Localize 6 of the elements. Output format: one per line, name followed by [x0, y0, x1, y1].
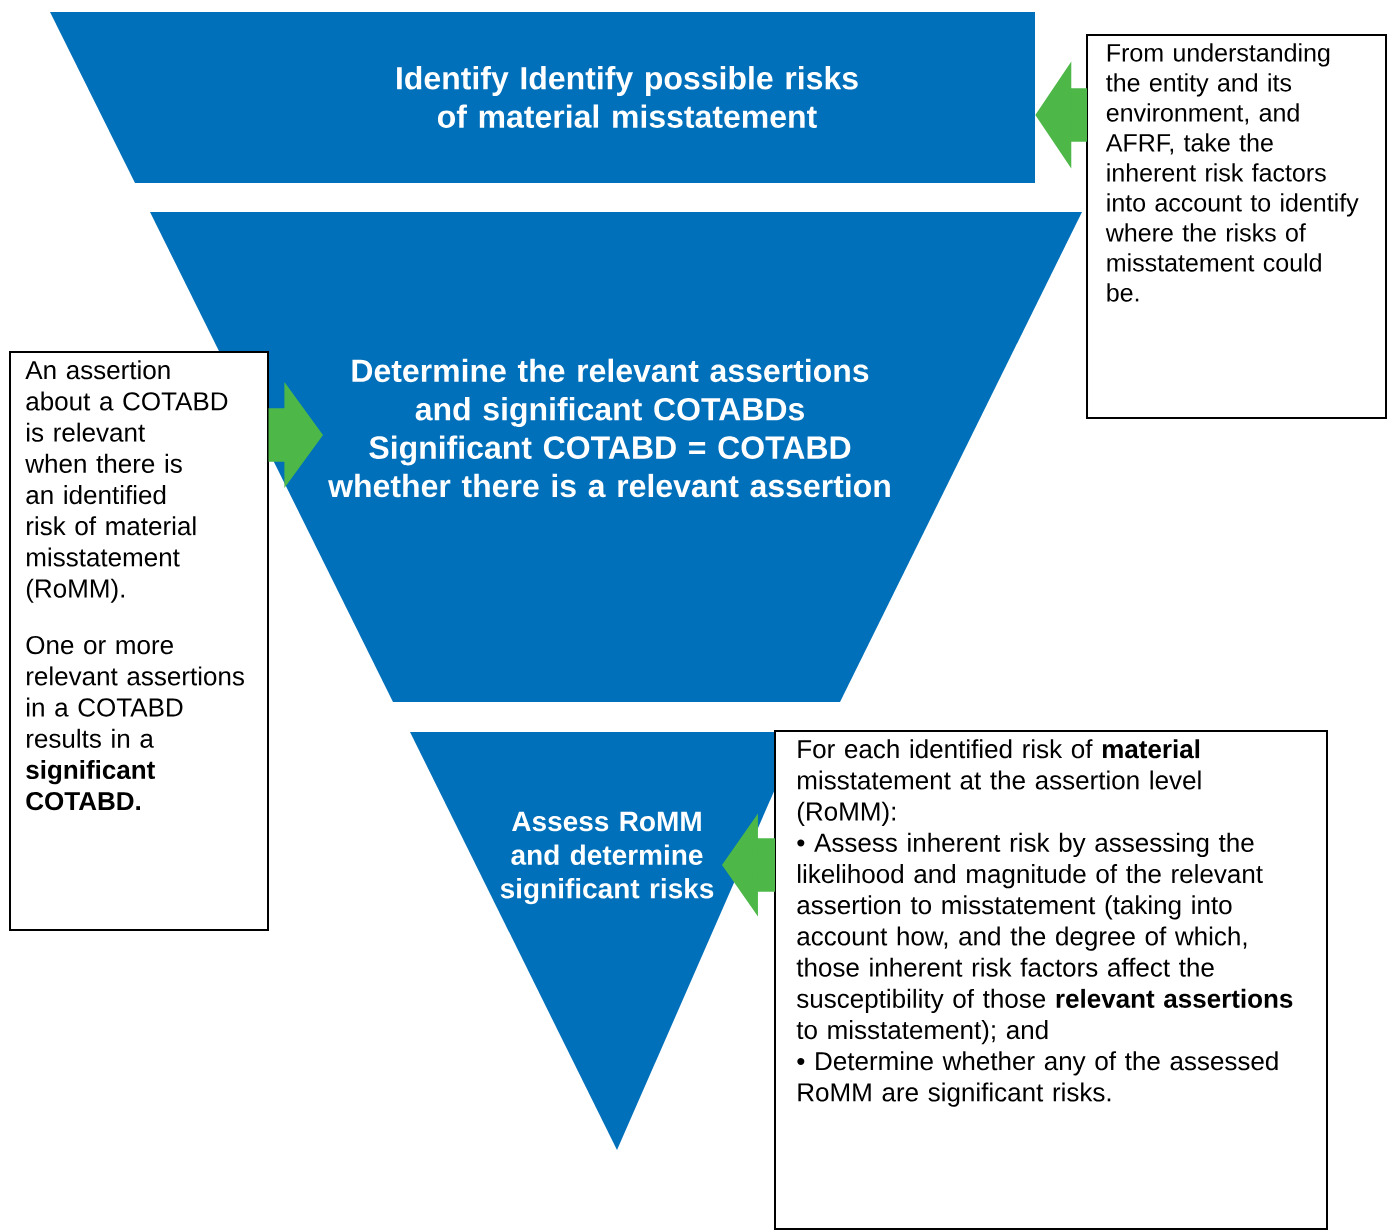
callout-box: For each identified risk of material misstatement at the assertion level (RoMM): • Assess inherent risk by assessing the likelihood and magnitude of the relevant assertion to misstatement (taking into account how, and the degree of which, those inherent risk factors affect the susceptibility of those relevant assertions to misstatement); and • Determine whether any of the assessed RoMM are significant risks.: [774, 730, 1328, 1230]
step-label: Determine the relevant assertions and significant COTABDs Significant COTABD = COTABD whether there is a relevant assertion: [328, 358, 890, 498]
callout-box: An assertion about a COTABD is relevant when there is an identified risk of material misstatement (RoMM). One or more relevant assertions in a COTABD results in a significant COTABD.: [9, 351, 269, 931]
step-label: Assess RoMM and determine significant risks: [500, 811, 714, 905]
funnel-band: Identify Identify possible risks of material misstatement: [50, 12, 1035, 183]
callout-box: From understanding the entity and its environment, and AFRF, take the inherent risk factors into account to identify where the risks of misstatement could be.: [1086, 34, 1387, 419]
